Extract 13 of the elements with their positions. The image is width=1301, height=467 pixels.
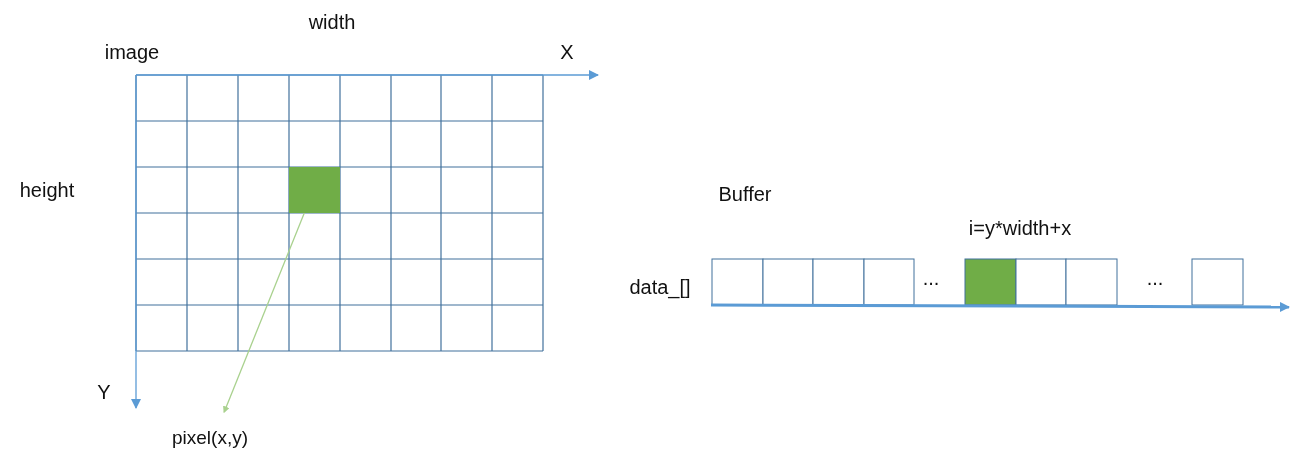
text-label: width xyxy=(308,12,356,32)
text-label: data_[] xyxy=(629,277,691,297)
highlighted-pixel-cell xyxy=(289,167,340,213)
arrow xyxy=(223,212,305,414)
text-label: height xyxy=(19,180,75,200)
text-label: ... xyxy=(922,268,940,288)
pixel-label: pixel(x,y) xyxy=(172,428,248,447)
text-label: image xyxy=(104,42,160,62)
text-label: ... xyxy=(1146,268,1164,288)
text-label: Y xyxy=(97,382,111,402)
text-label: i=y*width+x xyxy=(968,218,1072,238)
text-label: Buffer xyxy=(718,184,772,204)
text-label: X xyxy=(560,42,574,62)
